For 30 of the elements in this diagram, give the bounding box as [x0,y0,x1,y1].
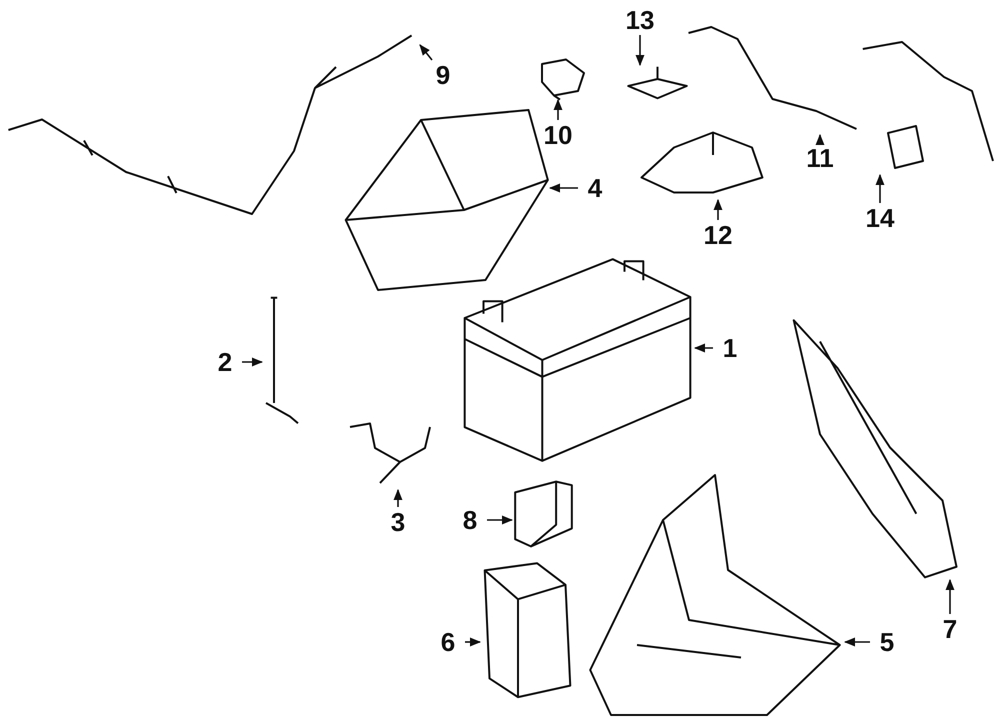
leader-line [465,638,482,646]
terminal-drawing [625,65,690,100]
leader-line [714,198,722,220]
leader-line [816,134,824,146]
leader-line [419,44,433,60]
callout-number: 13 [623,5,657,35]
callout-number: 9 [426,60,460,90]
leader-line [242,358,264,366]
callout-number: 8 [453,505,487,535]
callout-number: 2 [208,347,242,377]
callout-number: 11 [803,143,837,173]
callout-number: 3 [381,507,415,537]
callout-number: 14 [863,203,897,233]
leader-line [394,488,402,507]
callout-number: 1 [713,333,747,363]
callout-number: 6 [431,627,465,657]
leader-line [946,578,954,614]
callout-number: 4 [578,173,612,203]
leader-line [554,98,562,120]
leader-line [694,344,713,352]
plate-drawing [512,478,575,550]
callout-number: 10 [541,120,575,150]
leader-line [636,35,644,66]
callout-number: 5 [870,627,904,657]
leader-line [487,516,514,524]
callout-number: 12 [701,220,735,250]
leader-line [844,638,870,646]
callout-number: 7 [933,614,967,644]
leader-line [876,174,884,203]
leader-line [548,184,578,192]
